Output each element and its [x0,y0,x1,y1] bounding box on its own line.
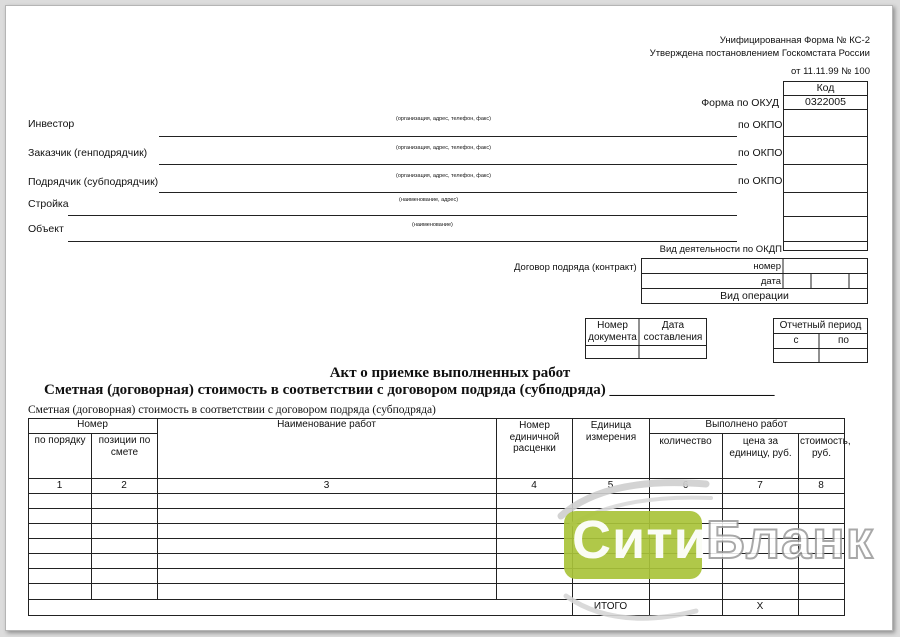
col-number-8: 8 [818,480,824,491]
site-hint: (наименование, адрес) [399,197,459,203]
th-kolichestvo: количество [659,436,712,447]
th-nomer: Номер [77,419,108,430]
th-stoimost: стоимость, руб. [800,436,851,459]
act-title: Акт о приемке выполненных работ [329,365,571,381]
itogo-label: ИТОГО [593,601,628,612]
doc-date-label: Дата составления [643,320,703,343]
nomer-label: номер [753,261,781,272]
watermark-part2: Бланк [705,509,874,571]
watermark-part1: Сити [572,510,708,570]
okdp-label: Вид деятельности по ОКДП [659,244,782,255]
object-hint: (наименование) [412,222,453,228]
doc-number-label: Номер документа [588,320,637,343]
form-header-line2: Утверждена постановлением Госкомстата Ро… [649,48,870,59]
okud-value: 0322005 [805,96,846,108]
okpo-label-contractor: по ОКПО [738,175,783,187]
contractor-label: Подрядчик (субподрядчик) [28,176,159,188]
object-label: Объект [28,223,64,235]
operation-label: Вид операции [720,290,789,302]
watermark-green-badge [564,511,702,579]
okud-label: Форма по ОКУД [701,97,779,109]
th-cena: цена за единицу, руб. [729,436,792,459]
th-nomer-rascenki: Номер единичной расценки [509,420,560,454]
customer-hint: (организация, адрес, телефон, факс) [396,145,491,151]
reporting-period-title: Отчетный период [779,320,862,331]
okpo-label-investor: по ОКПО [738,119,783,131]
cost-line-text: Сметная (договорная) стоимость в соответ… [44,382,606,398]
cost-line-blank: ______________________ [609,382,775,398]
th-vypolneno: Выполнено работ [705,419,788,430]
investor-label: Инвестор [28,118,75,130]
contractor-hint: (организация, адрес, телефон, факс) [396,173,491,179]
col-number-5: 5 [607,480,614,491]
period-from-label: с [793,335,799,346]
col-number-1: 1 [56,480,63,491]
okpo-label-customer: по ОКПО [738,147,783,159]
contract-grid-lines [782,258,850,288]
cost-line-small: Сметная (договорная) стоимость в соответ… [28,404,436,416]
code-column [783,81,868,251]
col-number-7: 7 [757,480,763,491]
th-naimenovanie: Наименование работ [277,419,376,430]
itogo-x-mark: Х [756,601,764,612]
period-to-label: по [838,335,849,346]
investor-hint: (организация, адрес, телефон, факс) [396,116,491,122]
data-label: дата [760,276,781,287]
contract-grid [641,258,868,304]
th-edinica: Единица измерения [585,420,637,443]
th-po-poryadku: по порядку [34,435,86,446]
cost-line: Сметная (договорная) стоимость в соответ… [44,382,774,399]
col-number-2: 2 [121,480,127,491]
th-pozicii: позиции по смете [98,435,151,458]
doc-number-date-box [585,318,707,359]
col-number-4: 4 [531,480,537,491]
form-header-line3: от 11.11.99 № 100 [791,66,870,77]
customer-label: Заказчик (генподрядчик) [28,147,148,159]
reporting-period-box [773,318,868,363]
form-sheet: Унифицированная Форма № КС-2 Утверждена … [5,5,893,631]
form-header-line1: Унифицированная Форма № КС-2 [719,35,870,46]
site-label: Стройка [28,198,69,210]
kod-label: Код [816,82,835,94]
contract-label: Договор подряда (контракт) [514,262,637,273]
col-number-3: 3 [323,480,330,491]
